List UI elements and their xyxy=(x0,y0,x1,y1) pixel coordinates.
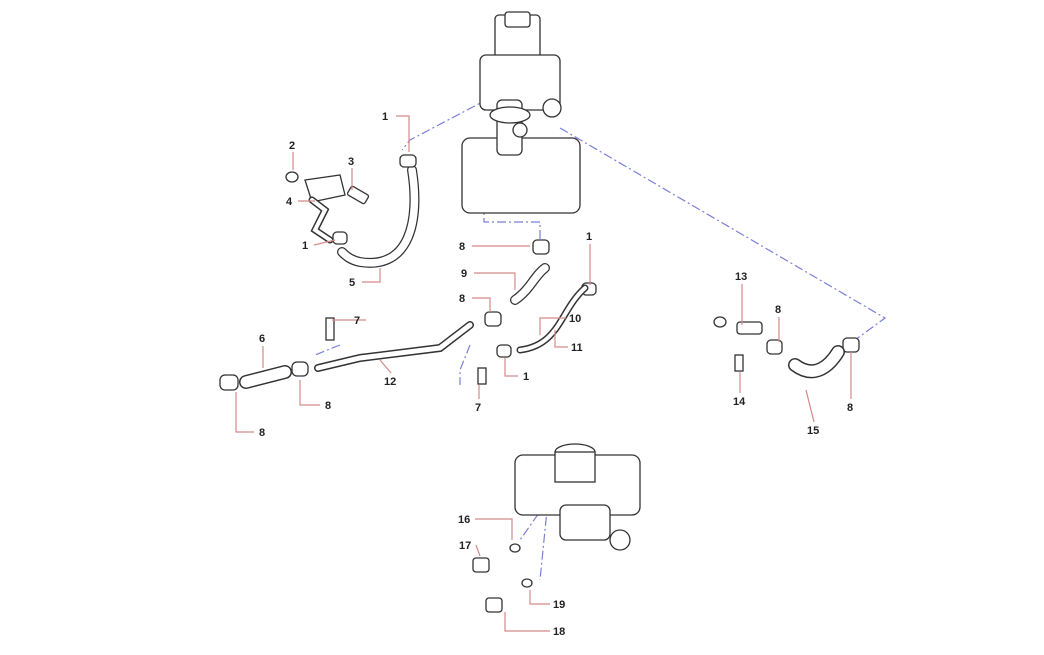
callout-8: 8 xyxy=(259,427,265,439)
callout-16: 16 xyxy=(458,514,470,526)
pipe-4 xyxy=(285,171,370,244)
callout-8: 8 xyxy=(775,304,781,316)
callout-6: 6 xyxy=(259,333,265,345)
thermostat-housing xyxy=(472,443,641,613)
callout-labels: 1 2 3 4 1 5 8 9 1 8 7 10 11 6 12 1 8 7 8… xyxy=(259,111,853,638)
callout-8: 8 xyxy=(325,400,331,412)
callout-1: 1 xyxy=(302,240,308,252)
callout-7: 7 xyxy=(354,315,360,327)
callout-18: 18 xyxy=(553,626,565,638)
callout-5: 5 xyxy=(349,277,355,289)
hose-5 xyxy=(337,165,420,268)
callout-8: 8 xyxy=(459,241,465,253)
callout-7: 7 xyxy=(475,402,481,414)
callout-8: 8 xyxy=(847,402,853,414)
callout-19: 19 xyxy=(553,599,565,611)
callout-13: 13 xyxy=(735,271,747,283)
hoses-small xyxy=(239,263,845,389)
leader-lines xyxy=(235,115,852,632)
callout-9: 9 xyxy=(461,268,467,280)
callout-10: 10 xyxy=(569,313,581,325)
callout-8: 8 xyxy=(459,293,465,305)
callout-17: 17 xyxy=(459,540,471,552)
callout-15: 15 xyxy=(807,425,819,437)
callout-1: 1 xyxy=(382,111,388,123)
callout-2: 2 xyxy=(289,140,295,152)
pipe-12 xyxy=(314,316,763,385)
callout-12: 12 xyxy=(384,376,396,388)
egr-valve-assembly xyxy=(461,11,581,214)
callout-3: 3 xyxy=(348,156,354,168)
callout-1: 1 xyxy=(523,371,529,383)
callout-14: 14 xyxy=(733,396,746,408)
callout-4: 4 xyxy=(286,196,293,208)
callout-11: 11 xyxy=(571,342,583,354)
callout-1: 1 xyxy=(586,231,592,243)
